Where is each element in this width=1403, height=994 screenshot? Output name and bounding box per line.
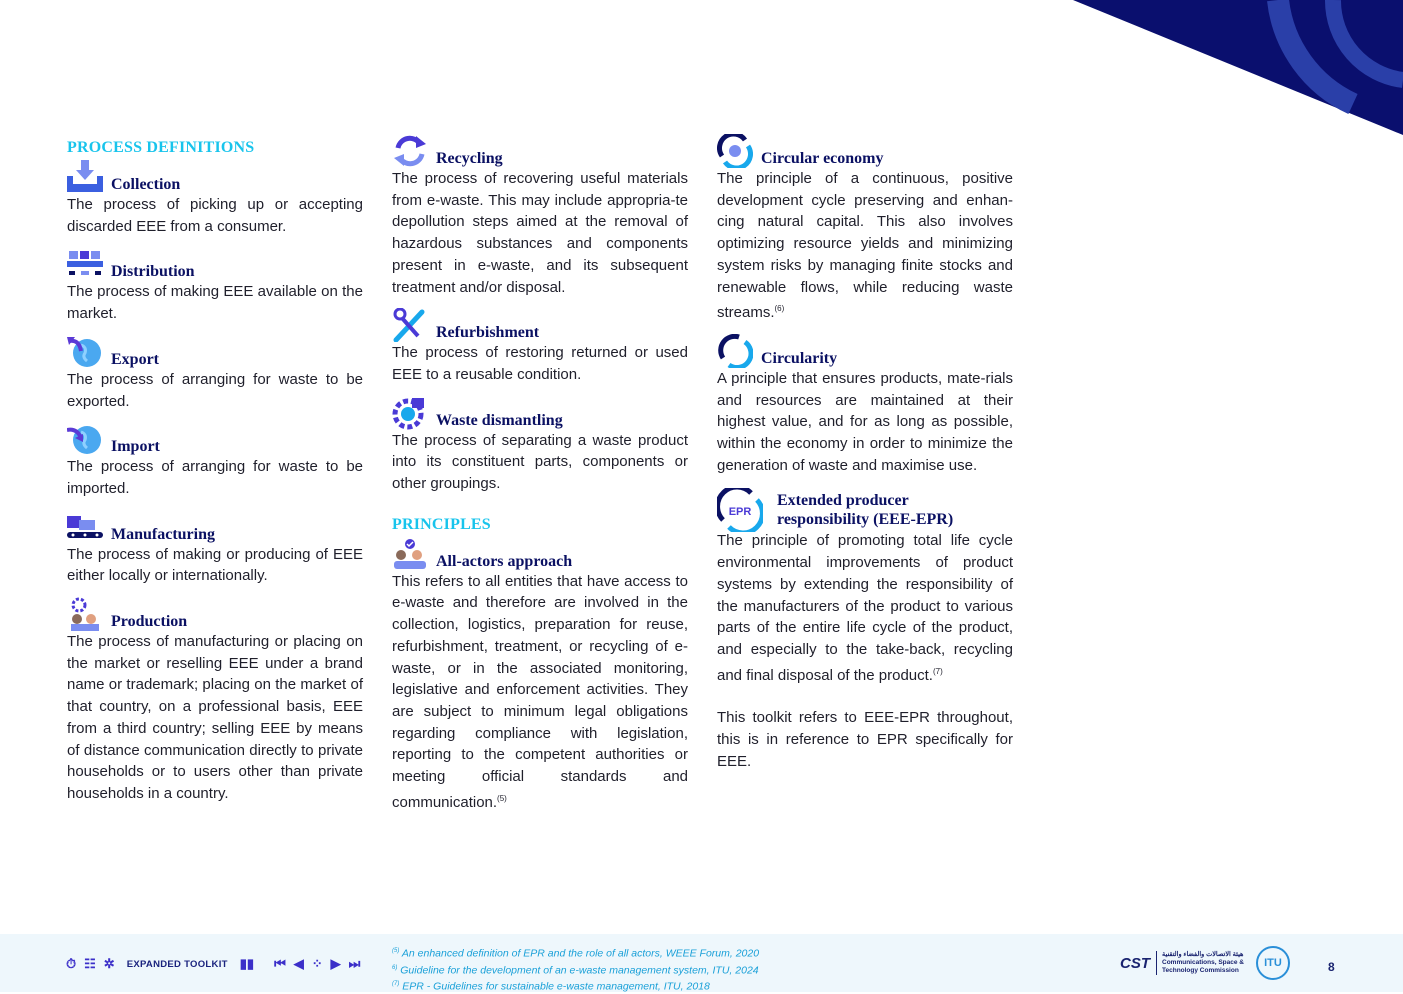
- definition-title: Recycling: [436, 150, 503, 167]
- corner-decoration: [1073, 0, 1403, 135]
- production-icon: [67, 597, 103, 632]
- list-icon[interactable]: ☷: [84, 956, 96, 971]
- epr-note: This toolkit refers to EEE-EPR throughou…: [717, 709, 1013, 770]
- epr-icon-label: EPR: [729, 506, 752, 518]
- definition-export: Export The process of arranging for wast…: [67, 336, 363, 412]
- principles-column: Circular economy The principle of a cont…: [717, 134, 1013, 786]
- recycling-icon: [392, 134, 428, 168]
- itu-logo: ITU: [1256, 946, 1290, 980]
- definition-title: Export: [111, 350, 159, 368]
- last-page-icon[interactable]: ⏭: [348, 956, 361, 971]
- page-footer: ⏱ ☷ ✲ EXPANDED TOOLKIT ▮▮ ⏮ ◀ ⁘ ▶ ⏭ (5) …: [0, 934, 1403, 994]
- principle-text: A principle that ensures products, mate-…: [717, 369, 1013, 474]
- definition-text: The process of manufacturing or placing …: [67, 633, 363, 802]
- definition-production: Production The process of manufacturing …: [67, 597, 363, 805]
- definition-title: Import: [111, 438, 160, 456]
- definition-title: Refurbishment: [436, 324, 540, 342]
- definition-manufacturing: Manufacturing The process of making or p…: [67, 514, 363, 587]
- footnote: (5) An enhanced definition of EPR and th…: [392, 947, 760, 960]
- dismantling-gear-icon: [392, 396, 428, 430]
- principle-all-actors: All-actors approach This refers to all e…: [392, 538, 688, 814]
- definition-recycling: Recycling The process of recovering usef…: [392, 135, 688, 298]
- definition-text: The process of separating a waste produc…: [392, 431, 688, 493]
- definition-title: Production: [111, 613, 188, 631]
- definition-text: The process of arranging for waste to be…: [67, 458, 363, 497]
- first-page-icon[interactable]: ⏮: [274, 956, 286, 971]
- principle-text: The principle of a continuous, positive …: [717, 170, 1013, 322]
- expanded-toolkit-link[interactable]: EXPANDED TOOLKIT: [126, 958, 228, 970]
- definition-waste-dismantling: Waste dismantling The process of separat…: [392, 397, 688, 495]
- definition-text: The process of making or producing of EE…: [67, 545, 363, 585]
- principle-circularity: Circularity A principle that ensures pro…: [717, 333, 1013, 477]
- definition-text: The process of making EEE available on t…: [67, 283, 363, 323]
- collection-icon: [67, 160, 103, 194]
- principle-circular-economy: Circular economy The principle of a cont…: [717, 134, 1013, 324]
- definition-title: Collection: [111, 176, 181, 193]
- process-definitions-column: PROCESS DEFINITIONS Collection The proce…: [67, 138, 363, 819]
- next-page-icon[interactable]: ▶: [330, 956, 341, 971]
- definition-distribution: Distribution The process of making EEE a…: [67, 251, 363, 324]
- principle-text: This refers to all entities that have ac…: [392, 572, 688, 811]
- manufacturing-icon: [67, 510, 103, 544]
- principles-heading: PRINCIPLES: [392, 515, 491, 533]
- footnote: (7) EPR - Guidelines for sustainable e-w…: [392, 980, 710, 993]
- all-actors-icon: [392, 537, 428, 571]
- cst-logo-mark: CST: [1120, 954, 1150, 972]
- definition-refurbishment: Refurbishment The process of restoring r…: [392, 308, 688, 385]
- refurbishment-tools-icon: [392, 308, 428, 343]
- export-globe-icon: [67, 335, 103, 369]
- process-definitions-column-2: Recycling The process of recovering usef…: [392, 135, 688, 827]
- definition-title: Waste dismantling: [436, 411, 563, 429]
- footnote: 6) Guideline for the development of an e…: [392, 964, 759, 976]
- definition-import: Import The process of arranging for wast…: [67, 426, 363, 499]
- definition-text: The process of picking up or accepting d…: [67, 196, 363, 235]
- gear-icon[interactable]: ✲: [103, 956, 115, 971]
- cst-itu-logo: CST هيئة الاتصالات والفضاء والتقنية Comm…: [1120, 946, 1290, 980]
- definition-text: The process of arranging for waste to be…: [67, 370, 363, 410]
- epr-icon: EPR: [717, 488, 769, 533]
- distribution-icon: [67, 247, 103, 281]
- definition-text: The process of restoring returned or use…: [392, 344, 688, 383]
- principle-text: The principle of promoting total life cy…: [717, 532, 1013, 684]
- import-globe-icon: [67, 422, 103, 456]
- previous-page-icon[interactable]: ◀: [293, 956, 304, 971]
- definition-title: Distribution: [111, 263, 195, 281]
- circularity-icon: [717, 333, 753, 368]
- section-heading: PROCESS DEFINITIONS: [67, 139, 255, 156]
- toolkit-navigation: ⏱ ☷ ✲ EXPANDED TOOLKIT ▮▮ ⏮ ◀ ⁘ ▶ ⏭: [66, 956, 360, 972]
- definition-collection: Collection The process of picking up or …: [67, 160, 363, 237]
- timer-icon[interactable]: ⏱: [66, 956, 77, 971]
- circular-economy-icon: [717, 134, 753, 168]
- principle-title: All-actors approach: [436, 552, 573, 570]
- page-number: 8: [1328, 960, 1335, 974]
- definition-text: The process of recovering useful materia…: [392, 170, 688, 296]
- footnotes: (5) An enhanced definition of EPR and th…: [392, 944, 759, 994]
- cst-logo-text: هيئة الاتصالات والفضاء والتقنية Communic…: [1156, 951, 1244, 975]
- principle-title: Circular economy: [761, 150, 884, 167]
- definition-title: Manufacturing: [111, 525, 215, 543]
- principle-title: Circularity: [761, 349, 838, 367]
- book-icon[interactable]: ▮▮: [239, 956, 255, 971]
- grid-icon[interactable]: ⁘: [311, 956, 323, 971]
